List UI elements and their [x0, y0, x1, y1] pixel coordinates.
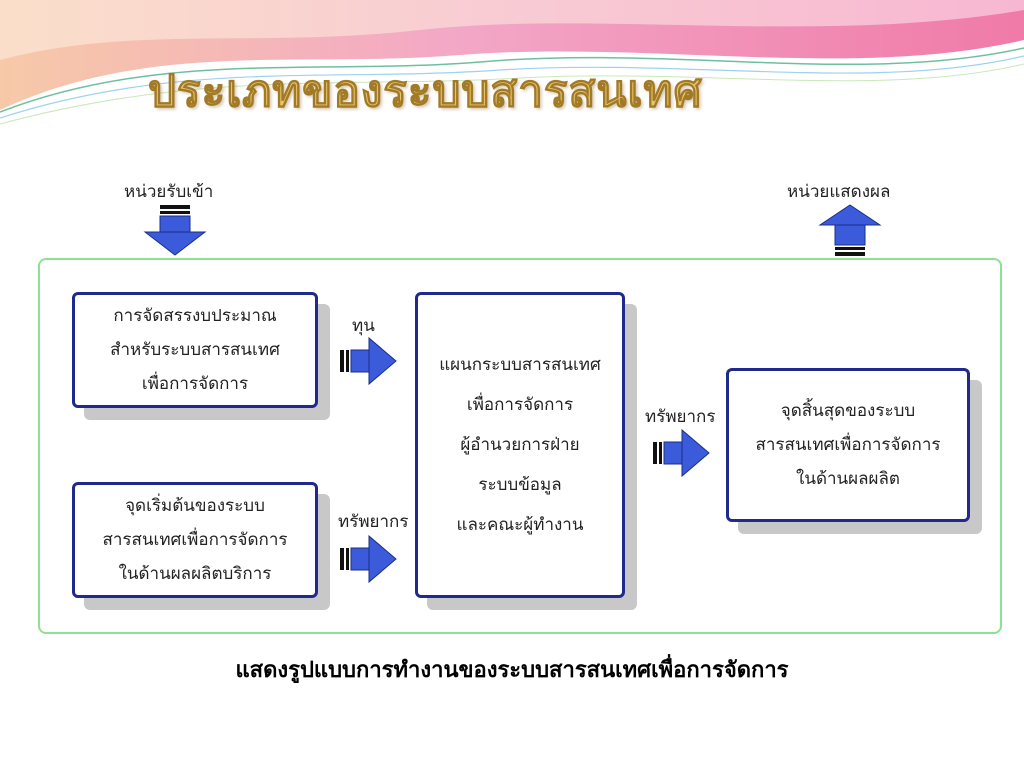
- resources-left-arrow-label: ทรัพยากร: [338, 512, 409, 532]
- system-end-box: จุดสิ้นสุดของระบบ สารสนเทศเพื่อการจัดการ…: [726, 368, 970, 522]
- header-wave-decoration: [0, 0, 1024, 125]
- resources-right-right-arrow-icon: [653, 428, 710, 478]
- box-line: สารสนเทศเพื่อการจัดการ: [755, 435, 941, 455]
- capital-arrow-label: ทุน: [352, 316, 375, 336]
- box-line: ในด้านผลผลิตบริการ: [118, 564, 272, 584]
- input-unit-label: หน่วยรับเข้า: [124, 182, 214, 202]
- budget-allocation-box: การจัดสรรงบประมาณ สำหรับระบบสารสนเทศ เพื…: [72, 292, 318, 408]
- capital-right-arrow-icon: [340, 336, 397, 386]
- box-line: สำหรับระบบสารสนเทศ: [110, 340, 280, 360]
- diagram-caption: แสดงรูปแบบการทำงานของระบบสารสนเทศเพื่อกา…: [235, 657, 789, 683]
- output-up-arrow-icon: [818, 204, 882, 256]
- box-line: แผนกระบบสารสนเทศ: [439, 355, 601, 375]
- box-line: ในด้านผลผลิต: [796, 469, 900, 489]
- box-line: การจัดสรรงบประมาณ: [113, 306, 277, 326]
- box-line: เพื่อการจัดการ: [466, 395, 574, 415]
- resources-right-arrow-label: ทรัพยากร: [645, 407, 716, 427]
- box-line: จุดสิ้นสุดของระบบ: [780, 401, 916, 421]
- system-boundary-frame: [38, 258, 1002, 634]
- resources-left-right-arrow-icon: [340, 534, 397, 584]
- slide-title: ประเภทของระบบสารสนเทศ: [148, 66, 703, 118]
- box-line: จุดเริ่มต้นของระบบ: [125, 496, 265, 516]
- input-down-arrow-icon: [143, 205, 207, 256]
- box-line: สารสนเทศเพื่อการจัดการ: [102, 530, 288, 550]
- output-unit-label: หน่วยแสดงผล: [787, 182, 891, 202]
- mis-department-box: แผนกระบบสารสนเทศ เพื่อการจัดการ ผู้อำนวย…: [415, 292, 625, 598]
- box-line: และคณะผู้ทำงาน: [456, 515, 584, 535]
- box-line: ผู้อำนวยการฝ่าย: [460, 435, 580, 455]
- system-start-box: จุดเริ่มต้นของระบบ สารสนเทศเพื่อการจัดกา…: [72, 482, 318, 598]
- box-line: เพื่อการจัดการ: [141, 374, 249, 394]
- box-line: ระบบข้อมูล: [478, 475, 562, 495]
